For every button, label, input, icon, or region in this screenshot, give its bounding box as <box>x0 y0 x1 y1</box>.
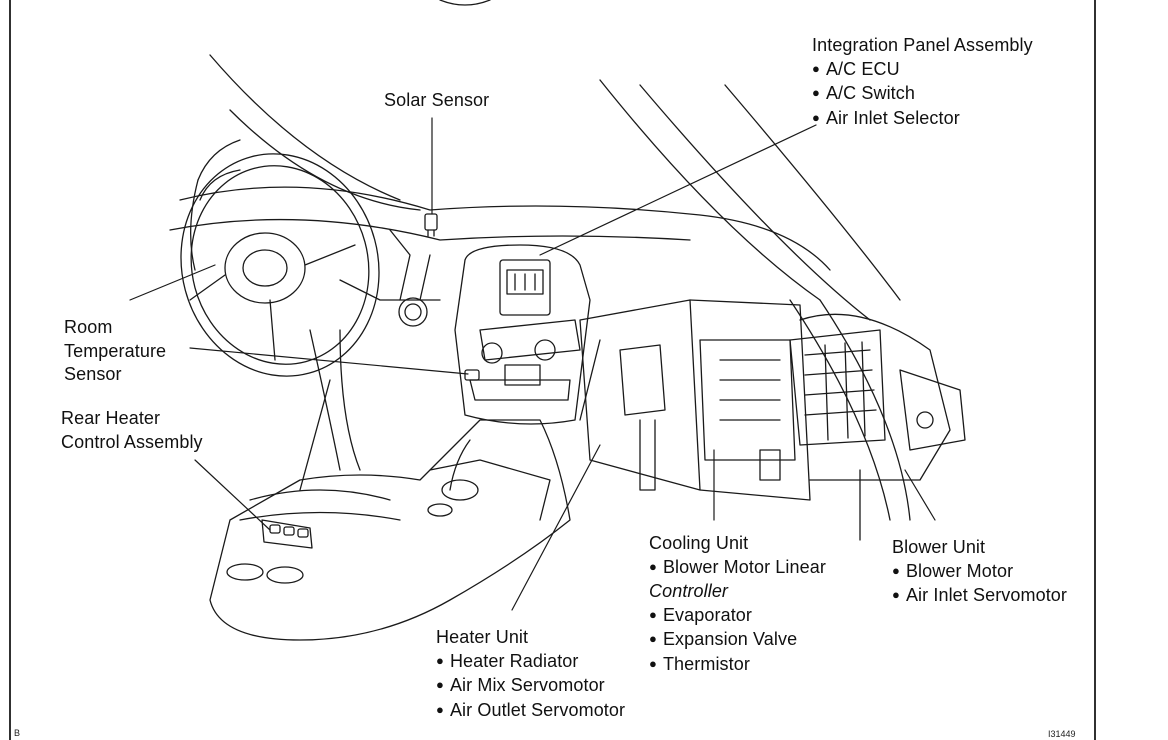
label-rear-line: Control Assembly <box>61 431 203 452</box>
hvac-units <box>579 299 966 501</box>
figure-code: I31449 <box>1048 729 1076 739</box>
label-integration-item: Air Inlet Selector <box>812 107 1033 132</box>
label-integration-panel: Integration Panel Assembly A/C ECU A/C S… <box>812 34 1033 131</box>
dashboard <box>169 186 831 491</box>
label-cooling-item-cont: Controller <box>649 581 729 601</box>
windshield-lines <box>209 54 911 541</box>
room-temperature-sensor-part <box>464 369 480 381</box>
solar-sensor-part <box>424 213 438 237</box>
leader-lines <box>129 117 936 611</box>
label-heater-item: Air Outlet Servomotor <box>436 699 625 724</box>
label-room-line: Temperature <box>64 340 167 361</box>
label-integration-item: A/C ECU <box>812 58 1033 83</box>
label-rear-heater-control: Rear Heater Control Assembly <box>61 407 203 454</box>
label-blower-item: Blower Motor <box>892 560 1067 585</box>
label-blower-unit: Blower Unit Blower Motor Air Inlet Servo… <box>892 536 1067 609</box>
label-heater-unit: Heater Unit Heater Radiator Air Mix Serv… <box>436 626 625 723</box>
steering-wheel <box>180 139 380 377</box>
label-cooling-title: Cooling Unit <box>649 533 749 553</box>
label-cooling-item: Evaporator <box>649 604 826 629</box>
label-room-line: Room <box>64 317 113 337</box>
label-room-line: Sensor <box>64 364 122 384</box>
label-heater-item: Heater Radiator <box>436 650 625 675</box>
label-solar-title: Solar Sensor <box>384 90 490 110</box>
center-console <box>209 419 571 641</box>
top-fragment <box>439 0 491 6</box>
label-blower-item: Air Inlet Servomotor <box>892 584 1067 609</box>
label-cooling-unit: Cooling Unit Blower Motor Linear Control… <box>649 532 826 677</box>
label-integration-title: Integration Panel Assembly <box>812 35 1033 55</box>
label-solar-sensor: Solar Sensor <box>384 89 489 113</box>
rear-heater-control-part <box>261 519 313 549</box>
label-room-temperature-sensor: Room Temperature Sensor <box>64 316 166 387</box>
label-cooling-item: Blower Motor Linear <box>649 556 826 581</box>
page-frame <box>9 0 1096 740</box>
label-cooling-item: Expansion Valve <box>649 628 826 653</box>
label-rear-line: Rear Heater <box>61 408 161 428</box>
label-cooling-item: Thermistor <box>649 653 826 678</box>
label-integration-item: A/C Switch <box>812 82 1033 107</box>
center-panel <box>454 244 591 425</box>
label-heater-title: Heater Unit <box>436 627 529 647</box>
label-blower-title: Blower Unit <box>892 537 986 557</box>
corner-mark-left: B <box>14 728 21 738</box>
label-heater-item: Air Mix Servomotor <box>436 674 625 699</box>
